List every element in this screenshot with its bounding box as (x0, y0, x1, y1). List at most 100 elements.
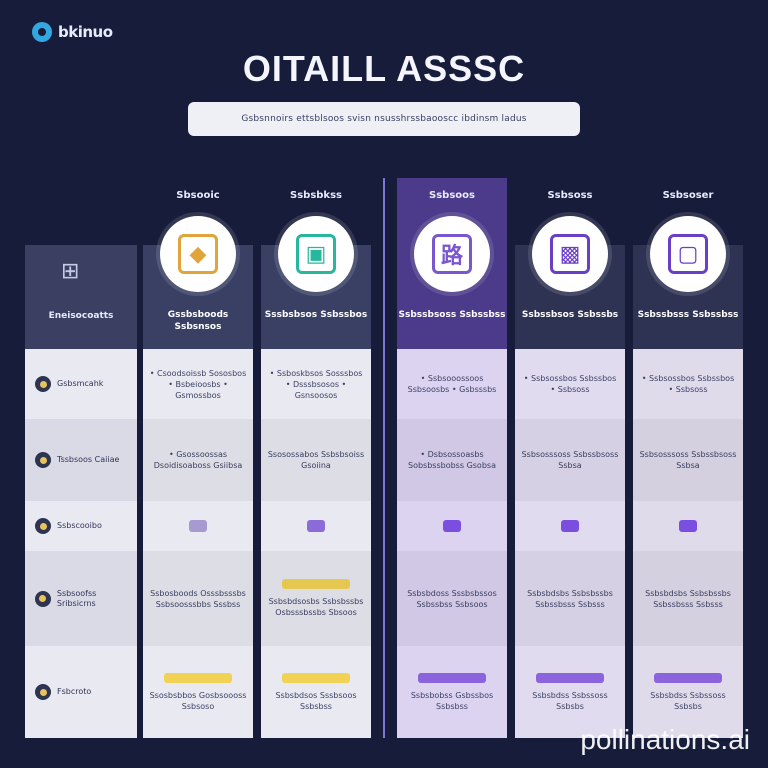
watermark: pollinations.ai (580, 724, 750, 755)
plan-cell-text: • Ssbsossbos Ssbssbos • Ssbsoss (523, 374, 617, 394)
plan-emblem-icon: ◆ (178, 234, 218, 274)
plan-cell: Ssbsbdoss Sssbsbssos Ssbssbss Ssbsoos (397, 551, 507, 646)
plan-cell-text: Ssbsosssoss Ssbssbsoss Ssbsa (521, 450, 619, 470)
plan-cell (633, 501, 743, 551)
plan-cell-text: Ssbsbdoss Sssbsbssos Ssbssbss Ssbsoos (407, 588, 497, 609)
grid-icon: ⊞ (61, 259, 80, 284)
plan-cell: • Gsossoossas Dsoidisoaboss Gsiibsa (143, 419, 253, 501)
plan-cell-text: Ssbsbdsosbs Ssbsbssbs Osbsssbssbs Sbsoos (268, 597, 364, 617)
plan-cell-text: • Ssbsooossoos Ssbsoosbs • Gsbsssbs (407, 374, 497, 394)
plan-badge: ▢ (650, 216, 726, 292)
plan-emblem-icon: 路 (432, 234, 472, 274)
highlight-pill (282, 579, 350, 589)
column-divider (383, 178, 385, 738)
plan-column[interactable]: Ssbsoss▩Ssbssbsos Ssbssbs• Ssbsossbos Ss… (515, 178, 625, 738)
plan-emblem-icon: ▢ (668, 234, 708, 274)
highlight-pill (654, 672, 722, 683)
feature-bullet-icon (35, 684, 51, 700)
plan-cell: Ssbsbdsbs Ssbsbssbs Ssbssbsss Ssbsss (633, 551, 743, 646)
page-title: OITAILL ASSSC (242, 48, 526, 89)
logo-text: bkinuo (58, 23, 113, 41)
feature-row-text: Tssbsoos Caiiae (57, 455, 120, 464)
plan-column[interactable]: Ssbsoos 路 Ssbssbsoss Ssbssbss • Ssbsooossoo… (397, 178, 507, 738)
plan-cell: • Ssbsossbos Ssbssbos • Ssbsoss (633, 349, 743, 419)
plan-cell-text: • Dsbsossoasbs Sobsbssbobss Gsobsa (408, 450, 496, 470)
plan-column[interactable]: Ssbsoser ▢ Ssbssbsss Ssbssbss • Ssbsossbos … (633, 178, 743, 738)
plan-cell: Ssbsbobss Gsbssbos Ssbsbss (397, 646, 507, 738)
plan-badge: ▩ (532, 216, 608, 292)
check-chip-icon (561, 520, 579, 532)
feature-row-text: Ssbsoofss Sribsicrns (56, 588, 97, 608)
plan-badge: 路 (414, 216, 490, 292)
feature-row-text: Fsbcroto (57, 687, 92, 696)
plan-cell-text: • Ssboskbsos Sosssbos • Dsssbsosos • Gsn… (269, 368, 363, 400)
check-chip-icon (679, 520, 697, 532)
plan-name: Ssbsoos (429, 190, 475, 201)
plan-column[interactable]: Ssbsbkss ▣ Sssbsbsos Ssbssbos • Ssboskbsos … (261, 178, 371, 738)
feature-row-label: Tssbsoos Caiiae (25, 419, 137, 501)
plan-column[interactable]: Sbsooic◆Gssbsboods Ssbsnsos• Csoodsoissb… (143, 178, 253, 738)
highlight-pill (536, 672, 604, 683)
feature-bullet-icon (35, 452, 51, 468)
feature-row-text: Ssbscooibo (57, 521, 102, 530)
plan-cell (515, 501, 625, 551)
plan-cell-text: Ssosossabos Ssbsbsoiss Gsoiina (267, 450, 365, 470)
feature-bullet-icon (35, 590, 51, 607)
feature-column-title: Eneisocoatts (48, 311, 114, 321)
plan-cell-text: Ssbsbdsos Sssbsoos Ssbsbss (275, 690, 357, 711)
plan-caption: Ssbssbsoss Ssbssbss (398, 310, 506, 320)
plan-emblem-icon: ▣ (296, 234, 336, 274)
plan-cell (261, 501, 371, 551)
logo-icon (32, 22, 52, 42)
plan-cell: • Ssbsossbos Ssbssbos • Ssbsoss (515, 349, 625, 419)
plan-name: Ssbsoser (662, 190, 714, 201)
plan-badge: ◆ (160, 216, 236, 292)
subtitle-bar: Gsbsnnoirs ettsblsoos svisn nsusshrssbao… (188, 102, 580, 136)
plan-cell-text: Ssbsbdsbs Ssbsbssbs Ssbssbsss Ssbsss (527, 588, 613, 609)
plan-cell: • Dsbsossoasbs Sobsbssbobss Gsobsa (397, 419, 507, 501)
feature-row-label: Ssbscooibo (25, 501, 137, 551)
plan-cell: • Ssbsooossoos Ssbsoosbs • Gsbsssbs (397, 349, 507, 419)
feature-row-label: Ssbsoofss Sribsicrns (25, 551, 137, 646)
plan-cell-text: • Ssbsossbos Ssbssbos • Ssbsoss (641, 374, 735, 394)
plan-cell-text: Ssbsbobss Gsbssbos Ssbsbss (410, 690, 494, 711)
logo: bkinuo (32, 22, 113, 42)
plan-cell: • Csoodsoissb Sososbos • Bsbeioosbs • Gs… (143, 349, 253, 419)
plan-cell: Ssbsbdsos Sssbsoos Ssbsbss (261, 646, 371, 738)
plan-cell: Ssbsbdsosbs Ssbsbssbs Osbsssbssbs Sbsoos (261, 551, 371, 646)
plan-cell: Ssbsbdss Ssbssoss Ssbsbs (515, 646, 625, 738)
plan-cell: Ssbsbdss Ssbssoss Ssbsbs (633, 646, 743, 738)
plan-cell-text: Ssbosboods Osssbsssbs Ssbsoosssbbs Sssbs… (150, 588, 246, 609)
plan-cell: Ssbsbdsbs Ssbsbssbs Ssbssbsss Ssbsss (515, 551, 625, 646)
plan-name: Ssbsoss (547, 190, 593, 201)
plan-badge: ▣ (278, 216, 354, 292)
highlight-pill (282, 672, 350, 683)
plan-cell-text: Ssbsbdsbs Ssbsbssbs Ssbssbsss Ssbsss (645, 588, 731, 609)
highlight-pill (164, 672, 232, 683)
plan-caption: Sssbsbsos Ssbssbos (264, 310, 368, 320)
plan-cell: Ssosbsbbos Gosbsoooss Ssbsoso (143, 646, 253, 738)
feature-bullet-icon (35, 518, 51, 534)
plan-cell: Ssbosboods Osssbsssbs Ssbsoosssbbs Sssbs… (143, 551, 253, 646)
plan-cell (397, 501, 507, 551)
plan-cell-text: Ssbsosssoss Ssbssbsoss Ssbsa (639, 450, 737, 470)
subtitle-text: Gsbsnnoirs ettsblsoos svisn nsusshrssbao… (241, 114, 527, 124)
plan-name: Ssbsbkss (290, 190, 342, 201)
check-chip-icon (307, 520, 325, 532)
feature-row-label: Fsbcroto (25, 646, 137, 738)
plan-caption: Ssbssbsss Ssbssbss (637, 310, 739, 320)
plan-cell-text: Ssbsbdss Ssbssoss Ssbsbs (650, 690, 726, 711)
feature-row-text: Gsbsmcahk (57, 379, 104, 388)
plan-cell: • Ssboskbsos Sosssbos • Dsssbsosos • Gsn… (261, 349, 371, 419)
feature-row-label: Gsbsmcahk (25, 349, 137, 419)
feature-column-header: ⊞ Eneisocoatts (25, 245, 137, 349)
plan-cell-text: Ssosbsbbos Gosbsoooss Ssbsoso (149, 690, 247, 711)
plan-cell-text: • Gsossoossas Dsoidisoaboss Gsiibsa (153, 450, 243, 470)
check-chip-icon (443, 520, 461, 532)
plan-cell (143, 501, 253, 551)
highlight-pill (418, 672, 486, 683)
feature-bullet-icon (35, 376, 51, 392)
plan-cell-text: • Csoodsoissb Sososbos • Bsbeioosbs • Gs… (149, 368, 247, 400)
plan-cell: Ssbsosssoss Ssbssbsoss Ssbsa (515, 419, 625, 501)
plan-cell: Ssosossabos Ssbsbsoiss Gsoiina (261, 419, 371, 501)
